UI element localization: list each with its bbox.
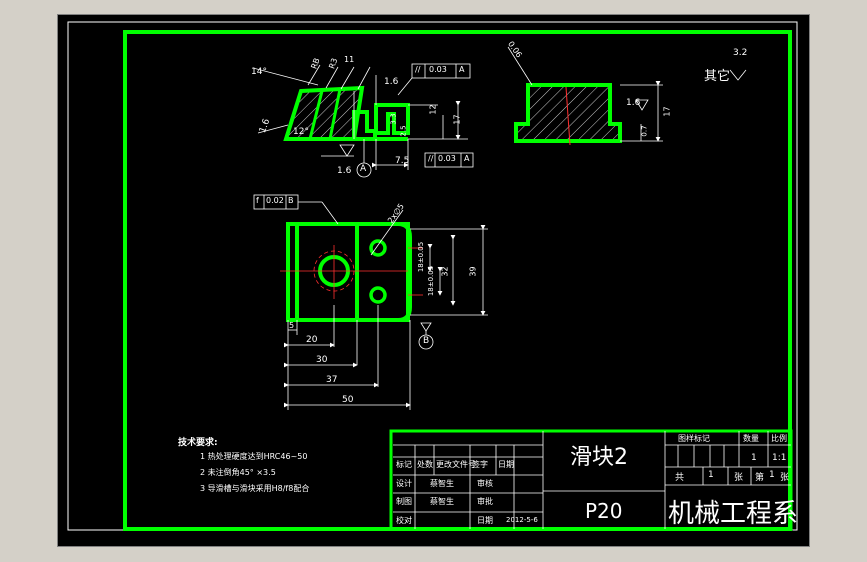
dim-bottom-37: 37 [326,375,338,385]
dim-angle-14: 14° [251,67,267,77]
tb-sheet-total: 1 [708,470,714,480]
tb-header-date: 日期 [498,460,514,469]
plan-tol-symbol: f [256,196,259,205]
tb-sheet-no-unit: 张 [780,473,790,483]
tb-scale: 1:1 [772,453,787,463]
dim-small-0-7: 0.7 [640,125,649,137]
tol-bottom-datum: A [464,154,470,163]
dim-angle-12: 12° [293,127,309,137]
roughness-mid-value: 1.6 [384,77,399,87]
tb-quantity: 1 [751,453,757,463]
tb-sheet-no-label: 第 [755,473,765,483]
tol-parallel-value: 0.03 [429,65,447,74]
tb-proof-label: 校对 [396,516,412,525]
top-right-view [507,46,663,146]
title-block [389,429,793,531]
dim-top-3: 11 [344,55,355,64]
top-left-view [252,63,474,178]
dim-small-2: 2.5 [399,125,408,137]
dim-vert-2: 18±0.05 [427,265,436,297]
tb-date-label: 日期 [477,516,493,525]
plan-view [253,194,488,410]
tb-right-header-mark: 图样标记 [678,434,710,443]
dim-right-12: 12 [428,104,438,115]
organization-name: 机械工程系 [668,499,799,529]
tb-sheet-total-label: 共 [675,473,685,483]
roughness-bottom-value: 1.6 [337,166,352,176]
dim-bottom-20: 20 [306,335,318,345]
plan-tol-value: 0.02 [266,196,284,205]
tech-req-item-3: 3 导滑槽与滑块采用H8/f8配合 [200,484,310,493]
other-roughness-value: 3.2 [733,48,748,58]
drawing-canvas [67,21,798,531]
dim-h-17: 17 [662,106,672,117]
dim-vert-3: 32 [440,266,450,277]
tb-header-doc: 更改文件号 [436,460,476,469]
tech-req-item-2: 2 未注倒角45° ×3.5 [200,468,276,477]
tb-design-label: 设计 [396,479,412,488]
tol-bottom-symbol: // [428,154,434,163]
cad-viewport[interactable]: 14° 12° 1.6 RB R3 11 1.6 // 0.03 A 12 17… [57,14,810,547]
dim-bottom-7-5: 7.5 [395,156,410,166]
tb-draw-name: 蔡智生 [430,497,454,506]
datum-b-label: B [423,336,430,346]
dim-small-1: 3.3 [389,113,398,125]
tb-check-label: 审核 [477,479,493,488]
tol-bottom-value: 0.03 [438,154,456,163]
roughness-right-value: 1.6 [626,98,641,108]
dim-right-17: 17 [452,114,462,125]
tb-right-header-scale: 比例 [771,434,787,443]
tb-header-count: 处数 [417,460,433,469]
dim-bottom-30: 30 [316,355,328,365]
tb-right-header-qty: 数量 [743,434,759,443]
plan-tol-datum: B [288,196,294,205]
tol-parallel-datum: A [459,65,465,74]
dim-vert-4: 39 [468,266,478,277]
datum-a-label: A [360,164,367,174]
tb-sheet-unit: 张 [734,473,744,483]
tb-header-sign: 签字 [472,460,488,469]
roughness-symbol-icon [729,69,747,81]
tb-sheet-no: 1 [769,470,775,480]
tb-header-mark: 标记 [396,460,412,469]
tech-req-title: 技术要求: [178,438,218,448]
tb-date-value: 2012-5-6 [506,516,538,524]
dim-vert-1: 18±0.05 [417,241,426,273]
part-name: 滑块2 [570,445,628,470]
tech-req-item-1: 1 热处理硬度达到HRC46~50 [200,452,308,461]
dim-bottom-5: 5 [289,321,295,330]
dim-bottom-50: 50 [342,395,354,405]
tb-approve-label: 审批 [477,497,493,506]
tol-parallel-symbol: // [415,65,421,74]
drawing-number: P20 [585,499,623,523]
tb-design-name: 蔡智生 [430,479,454,488]
tb-draw-label: 制图 [396,497,412,506]
other-roughness-label: 其它 [704,69,731,84]
